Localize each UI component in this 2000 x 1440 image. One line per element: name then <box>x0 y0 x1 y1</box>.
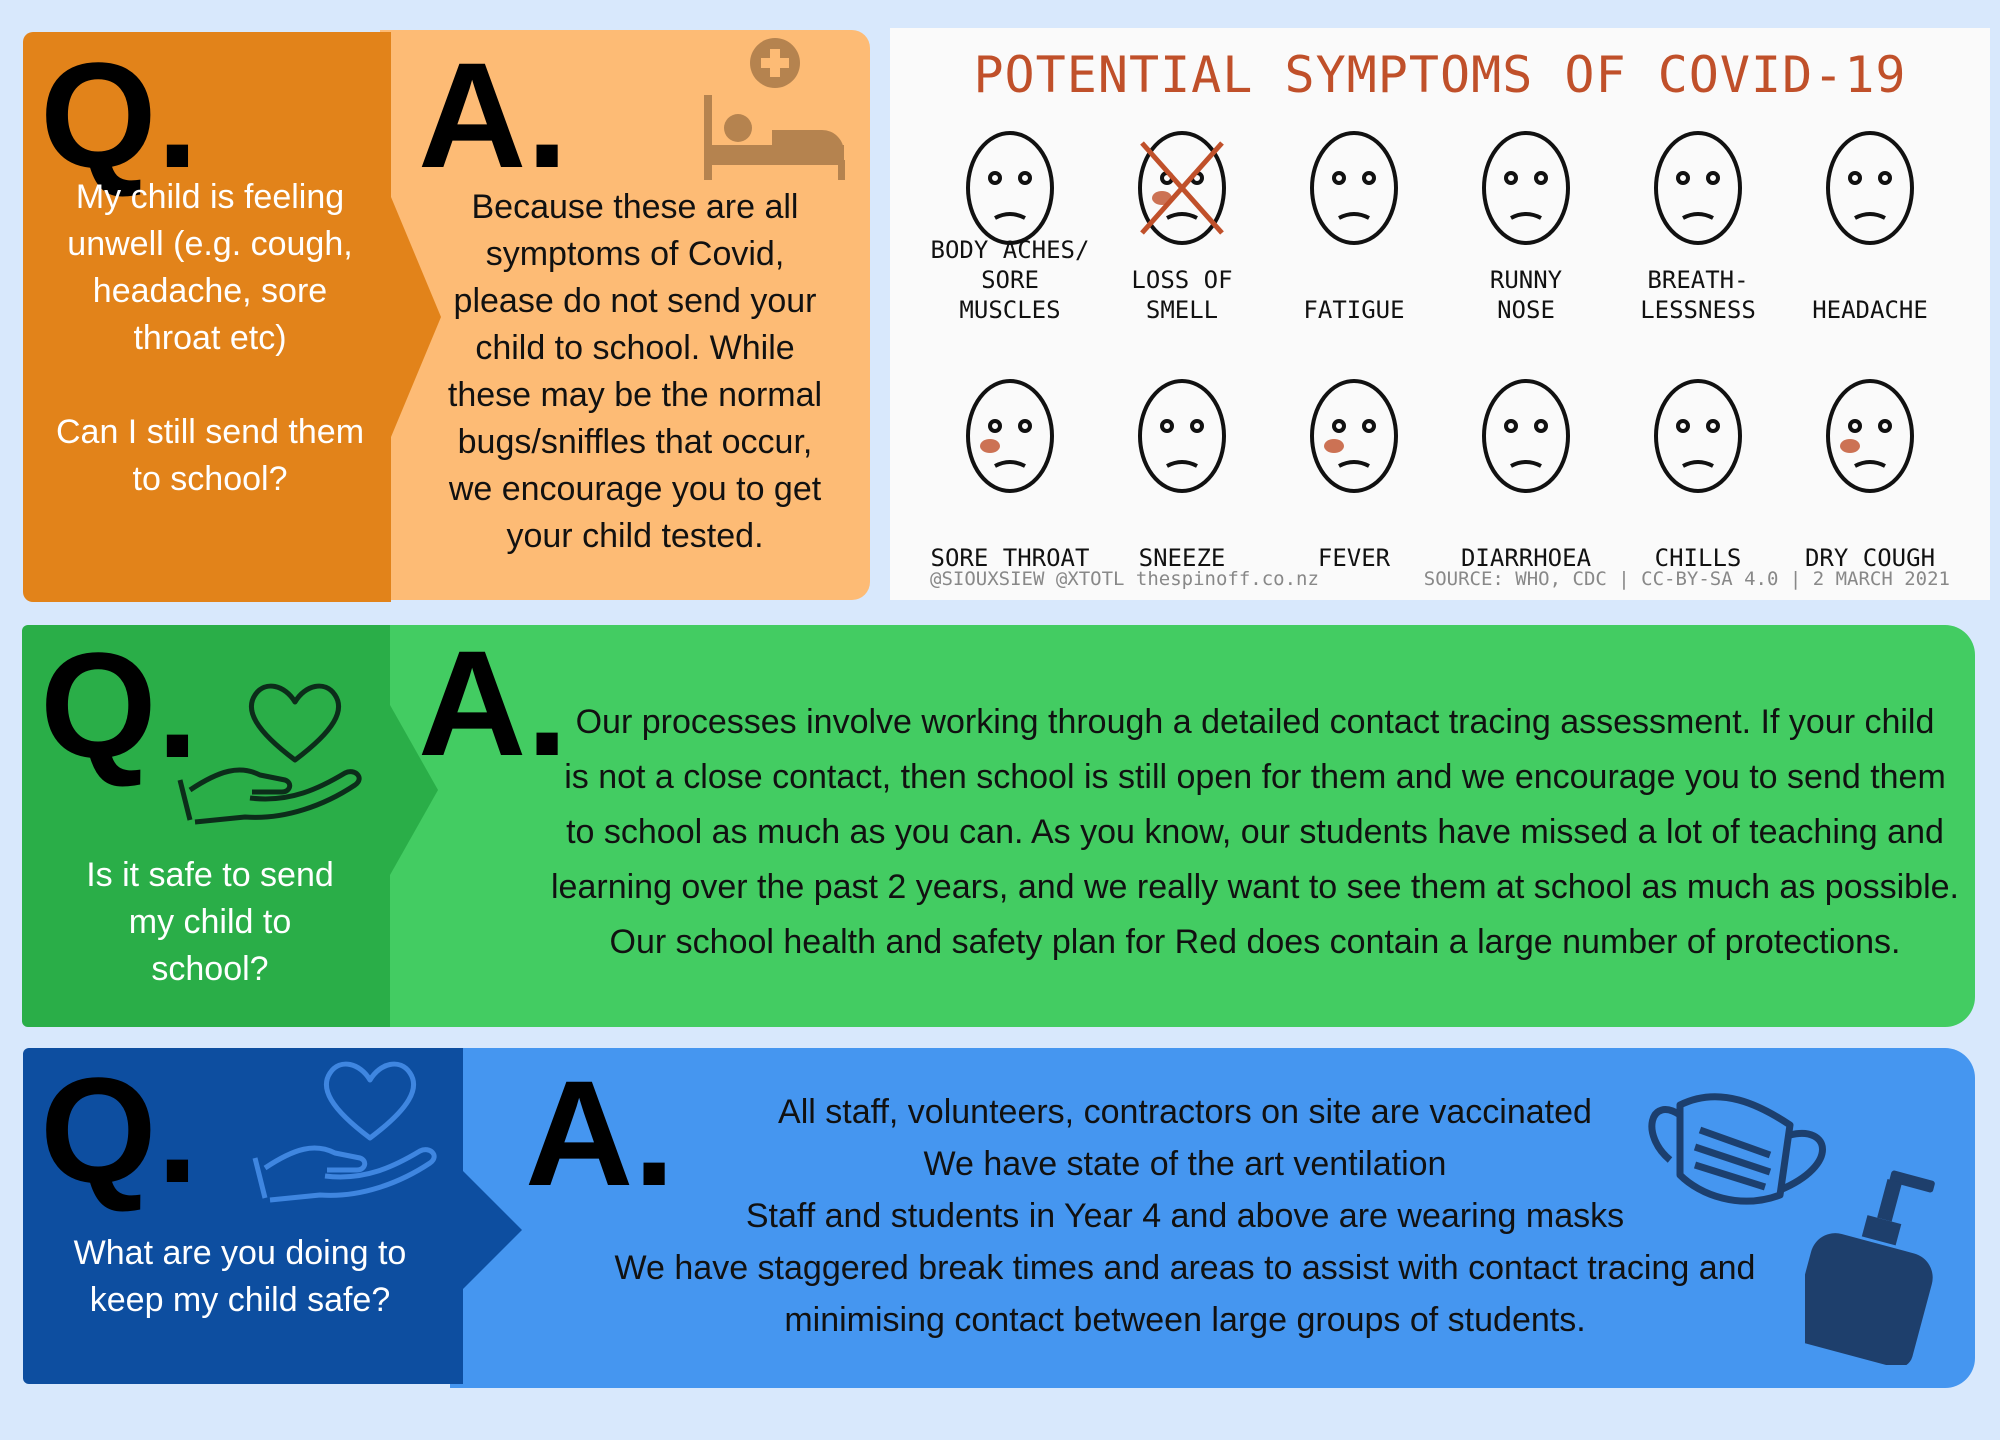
brain-icon <box>1785 113 1955 263</box>
symptom-item: FEVER <box>1269 361 1439 573</box>
crossed-nose-icon <box>1097 113 1267 263</box>
nose-icon <box>1441 113 1611 263</box>
symptom-item: DRY COUGH <box>1785 361 1955 573</box>
symptom-item: LOSS OF SMELL <box>1097 113 1267 325</box>
symptom-item: DIARRHOEA <box>1441 361 1611 573</box>
breathless-face-icon <box>1613 113 1783 263</box>
row3-a-letter: A. <box>525 1049 675 1217</box>
row1-a-letter: A. <box>418 31 568 199</box>
symptoms-credit: @SIOUXSIEW @XTOTL thespinoff.co.nz <box>930 568 1319 590</box>
row2-answer-panel <box>380 625 1975 1027</box>
symptom-label: BODY ACHES/ SORE MUSCLES <box>930 236 1090 324</box>
symptom-label: DRY COUGH <box>1804 544 1936 572</box>
row2-a-letter: A. <box>418 619 568 787</box>
sanitizer-bottle-icon <box>1805 1170 1935 1365</box>
symptom-label: HEADACHE <box>1812 296 1928 324</box>
symptom-item: SNEEZE <box>1097 361 1267 573</box>
tired-face-icon <box>1269 113 1439 263</box>
cough-face-icon <box>1785 361 1955 511</box>
shivering-icon <box>1613 361 1783 511</box>
row3-question-panel <box>23 1048 463 1384</box>
symptoms-title: POTENTIAL SYMPTOMS OF COVID-19 <box>973 46 1907 104</box>
row3-answer-panel <box>450 1048 1975 1388</box>
symptom-label: SORE THROAT <box>930 544 1090 572</box>
row2-q-letter: Q. <box>40 621 199 789</box>
symptom-label: FATIGUE <box>1303 296 1405 324</box>
symptom-item: SORE THROAT <box>925 361 1095 573</box>
symptom-label: CHILLS <box>1654 544 1742 572</box>
symptom-item: BODY ACHES/ SORE MUSCLES <box>925 113 1095 325</box>
row2-answer: Our processes involve working through a … <box>551 703 1959 961</box>
hospital-bed-icon <box>704 38 845 180</box>
symptom-item: HEADACHE <box>1785 113 1955 325</box>
leg-icon <box>925 113 1095 263</box>
symptom-label: LOSS OF SMELL <box>1131 266 1233 324</box>
symptom-item: FATIGUE <box>1269 113 1439 325</box>
row1-q-letter: Q. <box>40 31 199 199</box>
fever-face-icon <box>1269 361 1439 511</box>
symptom-item: BREATH- LESSNESS <box>1613 113 1783 325</box>
symptoms-source: SOURCE: WHO, CDC | CC-BY-SA 4.0 | 2 MARC… <box>1423 568 1950 590</box>
row2-question-panel <box>22 625 390 1027</box>
row1-question-panel <box>23 32 391 602</box>
symptom-label: FEVER <box>1317 544 1391 572</box>
symptom-label: DIARRHOEA <box>1460 544 1592 572</box>
throat-icon <box>925 361 1095 511</box>
heart-in-hand-icon <box>177 683 362 825</box>
row1-answer-panel <box>380 30 870 600</box>
toilet-roll-icon <box>1441 361 1611 511</box>
heart-in-hand-icon <box>252 1061 437 1203</box>
symptom-item: RUNNY NOSE <box>1441 113 1611 325</box>
row1-pointer <box>391 197 441 437</box>
symptom-label: RUNNY NOSE <box>1489 266 1563 324</box>
row3-q-letter: Q. <box>40 1046 199 1214</box>
sneeze-face-icon <box>1097 361 1267 511</box>
symptom-item: CHILLS <box>1613 361 1783 573</box>
face-mask-icon <box>1648 1093 1826 1205</box>
row3-answer: All staff, volunteers, contractors on si… <box>614 1093 1756 1339</box>
symptom-label: SNEEZE <box>1138 544 1226 572</box>
symptoms-infographic: POTENTIAL SYMPTOMS OF COVID-19 BODY ACHE… <box>890 28 1990 600</box>
row3-pointer <box>462 1170 522 1290</box>
row2-pointer <box>390 705 438 875</box>
symptom-label: BREATH- LESSNESS <box>1640 266 1756 324</box>
